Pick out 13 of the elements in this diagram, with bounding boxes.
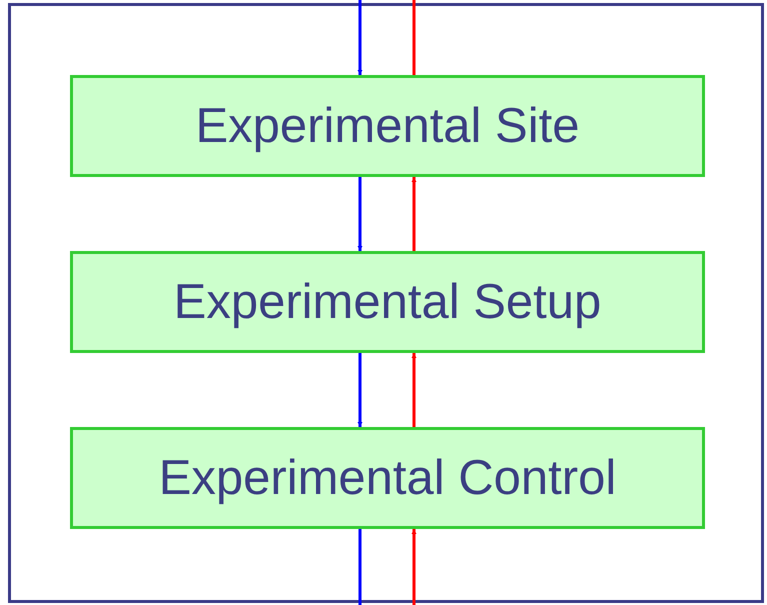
frame-box: [8, 3, 764, 603]
arrow: [358, 177, 362, 251]
arrow: [412, 529, 416, 605]
arrow: [412, 177, 416, 251]
arrow: [412, 353, 416, 427]
box-label: Experimental Site: [195, 102, 580, 150]
arrow: [358, 353, 362, 427]
process-box: [70, 75, 705, 177]
box-label: Experimental Control: [158, 454, 616, 502]
arrow: [358, 0, 362, 75]
process-box: [70, 251, 705, 353]
box-label: Experimental Setup: [174, 278, 602, 326]
process-box: [70, 427, 705, 529]
